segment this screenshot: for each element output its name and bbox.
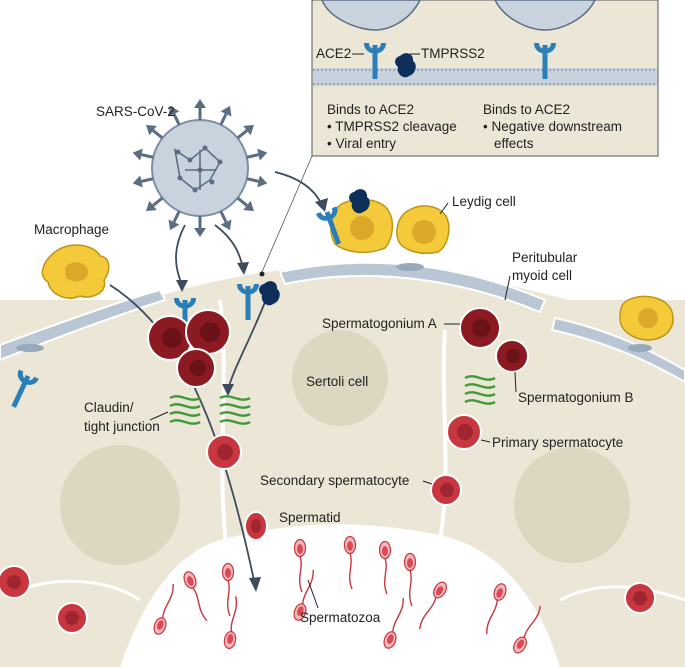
spermatogonium-a-label: Spermatogonium A <box>322 316 437 331</box>
spermatid-label: Spermatid <box>279 510 341 525</box>
spermatogonium-b-label: Spermatogonium B <box>518 390 634 405</box>
claudin-label-line2: tight junction <box>84 419 160 434</box>
sertoli-label: Sertoli cell <box>306 374 368 389</box>
tmprss2-label: TMPRSS2 <box>421 46 485 61</box>
spermatid <box>244 511 268 541</box>
peritubular-membrane <box>278 261 547 314</box>
peripheral-germ-cell <box>0 565 656 634</box>
spermatogonium-b <box>495 339 529 373</box>
sertoli-boundary <box>438 329 448 541</box>
sertoli-boundary <box>559 585 685 602</box>
peritubular-label-line2: myoid cell <box>512 268 572 283</box>
peritubular-label-line1: Peritubular <box>512 250 578 265</box>
inset-virus-left <box>321 0 421 31</box>
spermatogonium-cluster <box>147 309 231 388</box>
sertoli-nucleus <box>514 447 630 563</box>
inset-left-caption-bullet: • TMPRSS2 cleavage <box>327 119 457 134</box>
inset-virus-right <box>494 0 596 31</box>
leydig-label: Leydig cell <box>452 194 516 209</box>
primary-spermatocyte-label: Primary spermatocyte <box>492 435 623 450</box>
myoid-nucleus <box>16 344 44 352</box>
spike-protein-icon <box>245 172 269 190</box>
spike-protein-icon <box>194 99 206 120</box>
myoid-nucleus <box>396 263 424 271</box>
peritubular-membrane <box>0 288 167 362</box>
spermatocyte <box>206 434 242 470</box>
spike-protein-icon <box>194 216 206 237</box>
spermatogonium-a <box>459 307 501 349</box>
inset-right-caption-bullet: effects <box>494 136 534 151</box>
inset-right-caption-bullet: • Negative downstream <box>483 119 622 134</box>
spike-protein-icon <box>245 146 269 164</box>
myoid-nucleus <box>628 344 652 352</box>
macrophage-path <box>109 284 256 586</box>
claudin-label-line1: Claudin/ <box>84 400 134 415</box>
inset-left-caption-title: Binds to ACE2 <box>327 102 414 117</box>
claudin-icon <box>169 375 496 425</box>
sertoli-nucleus <box>60 445 180 565</box>
sertoli-boundary <box>19 579 141 602</box>
secondary-spermatocyte-label: Secondary spermatocyte <box>260 473 409 488</box>
inset-left-caption-bullet: • Viral entry <box>327 136 396 151</box>
inset-right-caption-title: Binds to ACE2 <box>483 102 570 117</box>
entry-arrow <box>214 224 244 269</box>
spike-protein-icon <box>131 172 155 190</box>
spermatozoa-label: Spermatozoa <box>300 610 381 625</box>
macrophage-label: Macrophage <box>34 222 109 237</box>
virus-label: SARS-CoV-2 <box>96 104 175 119</box>
leydig-arrow <box>274 171 323 206</box>
spike-protein-icon <box>131 146 155 164</box>
secondary-spermatocyte <box>430 474 462 506</box>
ace2-label: ACE2 <box>316 46 351 61</box>
entry-arrow <box>175 224 186 286</box>
primary-spermatocyte <box>446 414 482 450</box>
sertoli-nucleus <box>292 330 388 426</box>
sars-cov-2-virion <box>131 99 269 237</box>
